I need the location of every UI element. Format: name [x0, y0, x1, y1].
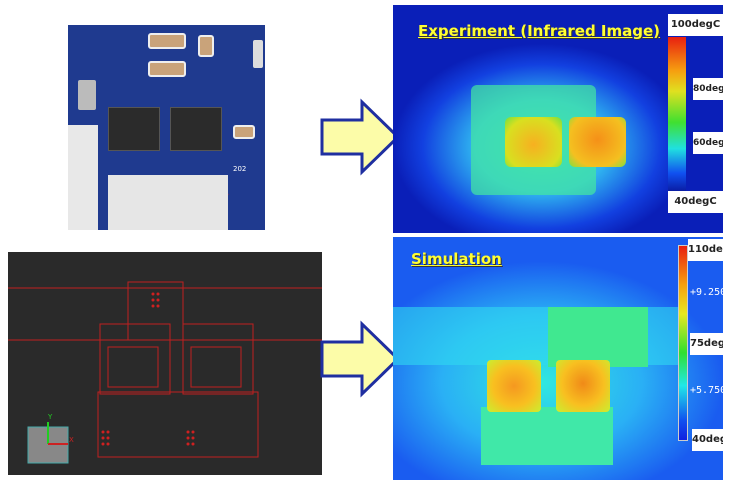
hotspot-right	[569, 117, 626, 167]
hotspot-left	[505, 117, 562, 167]
cad-layout-view: Y X	[8, 252, 322, 475]
capacitor	[198, 35, 214, 57]
arrow-right-icon	[320, 98, 401, 176]
arrow-right-icon	[320, 320, 401, 398]
scale-label-75: 75degC	[690, 333, 723, 355]
hotspot-right	[556, 360, 610, 412]
capacitor	[233, 125, 255, 139]
axis-x-label: X	[69, 436, 74, 444]
scale-label-100: 100degC	[668, 14, 723, 36]
white-area	[108, 175, 228, 230]
infrared-image: Experiment (Infrared Image) 100degC 80de…	[393, 5, 723, 233]
scale-label-110: 110degC	[688, 239, 723, 261]
scale-label-80: 80degC	[693, 78, 723, 100]
experiment-title: Experiment (Infrared Image)	[418, 22, 661, 40]
heat-region	[481, 407, 613, 465]
color-scale-bar	[678, 245, 688, 441]
simulation-image: Simulation 110degC +9.250 75degC +5.750 …	[393, 237, 723, 480]
scale-label-60: 60degC	[693, 132, 723, 154]
scale-label-40: 40degC	[692, 429, 723, 451]
mosfet-chip	[170, 107, 222, 151]
axis-y-label: Y	[48, 413, 53, 421]
hotspot-left	[487, 360, 541, 412]
simulation-title: Simulation	[411, 250, 502, 268]
mosfet-chip	[108, 107, 160, 151]
solder-pad	[78, 80, 96, 110]
board-edge	[68, 125, 98, 230]
pcb-layout-drawing	[8, 281, 322, 464]
capacitor	[148, 61, 186, 77]
heat-region	[548, 307, 648, 367]
color-scale-bar	[668, 37, 686, 192]
scale-tick-low: +5.750	[690, 385, 723, 396]
scale-label-40: 40degC	[668, 191, 723, 213]
chip-marking: 202	[233, 165, 247, 173]
scale-tick-high: +9.250	[690, 287, 723, 298]
solder-pad	[253, 40, 263, 68]
pcb-photo: 202	[68, 25, 265, 230]
capacitor	[148, 33, 186, 49]
